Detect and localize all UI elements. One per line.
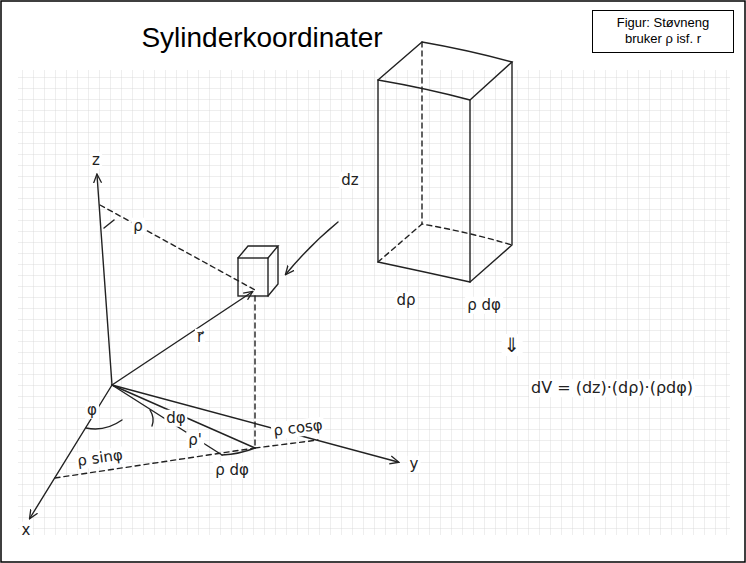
sketch-label: dz <box>339 172 360 189</box>
sketch-label: z <box>90 152 102 169</box>
note-text: Figur: Støvneng bruker ρ isf. r <box>598 15 728 48</box>
sketch-label: ρ cosφ <box>270 417 325 440</box>
sketch-label: dφ <box>164 410 187 427</box>
sketch-label: ρ dφ <box>465 297 503 314</box>
sketch-label: ρ' <box>186 432 204 449</box>
sketch-label: ⇓ <box>502 334 523 356</box>
sketch-label: ρ dφ <box>213 462 251 479</box>
sketch-label: ρ sinφ <box>74 446 126 469</box>
slide-title: Sylinderkoordinater <box>141 22 382 54</box>
sketch-label: x <box>20 522 33 539</box>
note-box: Figur: Støvneng bruker ρ isf. r <box>592 10 734 53</box>
sketch-label: y <box>408 456 421 473</box>
sketch-label: ρ <box>131 218 145 235</box>
sketch-label: dρ <box>394 292 417 309</box>
sketch-label: r⃗ <box>195 329 205 346</box>
volume-formula: dV = (dz)·(dρ)·(ρdφ) <box>529 379 695 397</box>
sketch-label: φ <box>85 402 99 419</box>
